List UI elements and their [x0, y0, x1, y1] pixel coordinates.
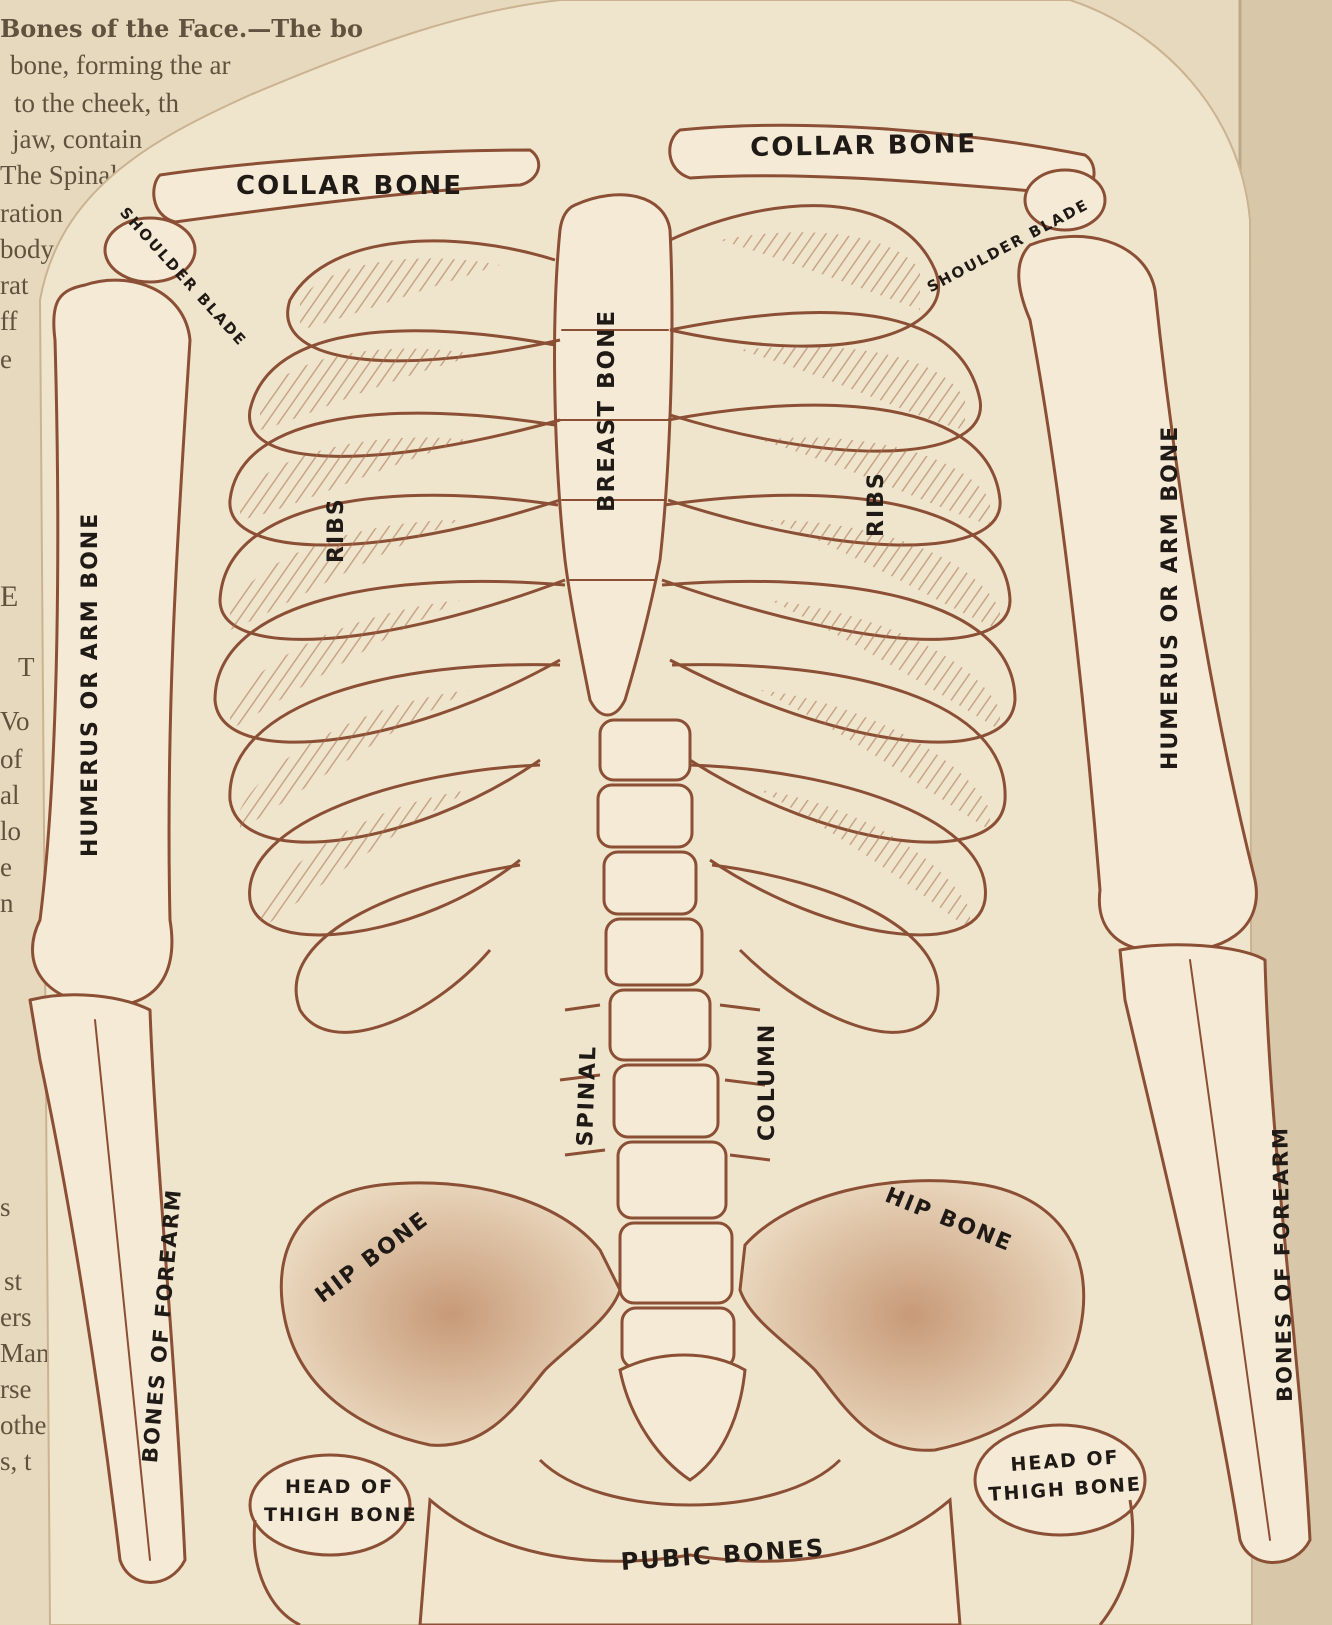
label-forearm-right: BONES OF FOREARM — [1270, 1126, 1296, 1402]
label-collar-bone-left: COLLAR BONE — [236, 173, 463, 199]
label-collar-bone-right: COLLAR BONE — [750, 131, 977, 161]
label-spinal: SPINAL — [575, 1044, 601, 1146]
label-ribs-right: RIBS — [866, 471, 888, 537]
label-ribs-left: RIBS — [326, 497, 348, 563]
label-breast-bone: BREAST BONE — [596, 309, 619, 512]
label-humerus-right: HUMERUS OR ARM BONE — [1160, 425, 1182, 770]
label-thigh-left-line2: THIGH BONE — [264, 1506, 418, 1525]
label-column: COLUMN — [757, 1023, 779, 1141]
humerus-left — [33, 280, 191, 1005]
label-humerus-left: HUMERUS OR ARM BONE — [80, 512, 102, 857]
label-thigh-left-line1: HEAD OF — [285, 1478, 394, 1497]
